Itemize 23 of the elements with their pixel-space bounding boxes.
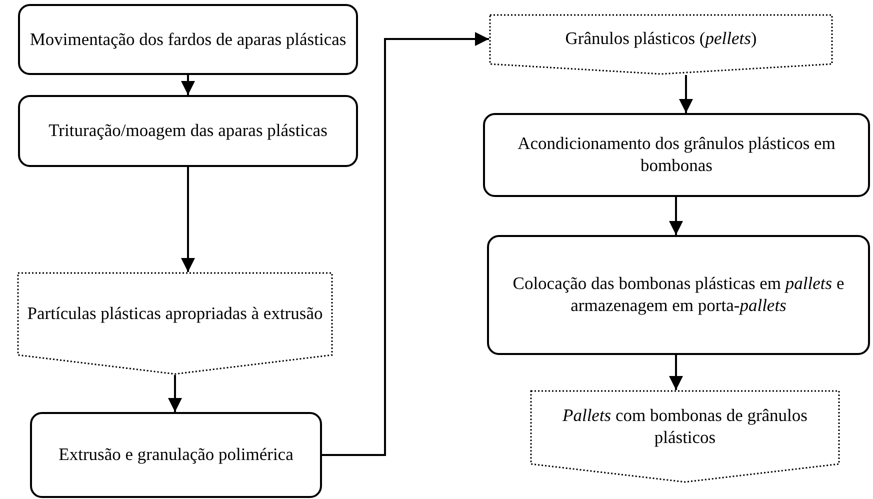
process-box (483, 113, 870, 197)
arrow (679, 75, 693, 113)
arrow (181, 75, 195, 95)
arrow (181, 167, 195, 272)
process-box (487, 235, 870, 355)
step-label: Movimentação dos fardos de aparas plásticas (28, 28, 348, 50)
process-box (30, 412, 322, 498)
step-label: Grânulos plásticos (pellets) (564, 28, 758, 50)
step-label: Partículas plásticas apropriadas à extrusão (26, 302, 324, 324)
output-box (17, 272, 333, 375)
arrow (669, 197, 683, 235)
step-label: Trituração/moagem das aparas plásticas (48, 120, 328, 142)
step-label: Acondicionamento dos grânulos plásticos em bombonas (516, 133, 836, 177)
arrow (669, 355, 683, 390)
arrow (322, 32, 489, 456)
step-label: Extrusão e granulação polimérica (58, 444, 294, 466)
output-box (530, 390, 840, 483)
step-label: Pallets com bombonas de grânulos plásticos (562, 405, 808, 449)
arrow (168, 375, 182, 412)
process-box (18, 95, 358, 167)
output-box (489, 14, 833, 75)
step-label: Colocação das bombonas plásticas em pallets e armazenagem em porta-pallets (512, 273, 846, 317)
process-box (18, 4, 358, 75)
